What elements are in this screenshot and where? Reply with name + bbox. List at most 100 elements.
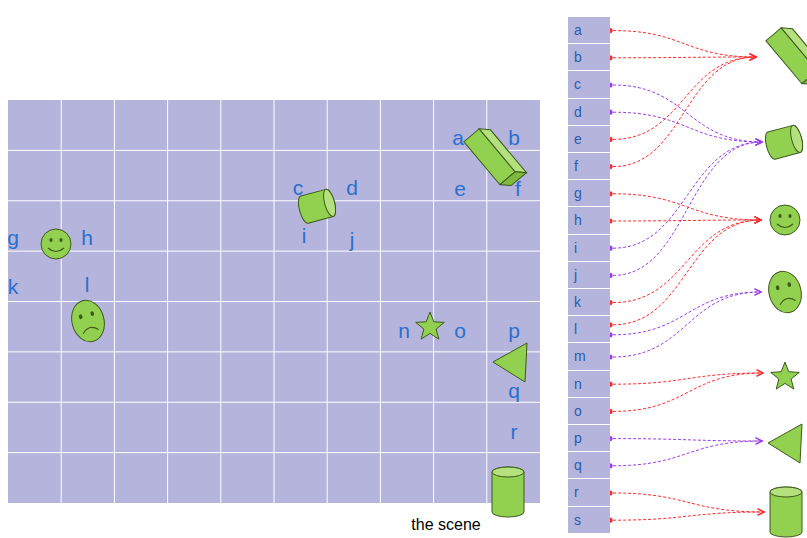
letter-cell: e <box>568 126 610 153</box>
mapping-dot <box>607 518 612 523</box>
letter-text: i <box>568 235 610 261</box>
mapping-dot <box>607 218 612 223</box>
mapping-arrow <box>613 57 756 59</box>
mapping-arrow <box>613 220 761 325</box>
grid-line <box>8 251 540 252</box>
mapping-dot <box>607 354 612 359</box>
mapping-dot <box>607 82 612 87</box>
letter-text: j <box>568 262 610 288</box>
letter-cell: a <box>568 17 610 44</box>
point-label: q <box>508 379 520 403</box>
point-label: g <box>7 226 19 250</box>
letter-text: q <box>568 452 610 478</box>
point-label: b <box>508 126 520 150</box>
mapping-dot <box>607 436 612 441</box>
mapping-arrow <box>613 142 762 248</box>
letter-text: c <box>568 71 610 97</box>
mapping-arrow <box>613 441 762 466</box>
point-label: c <box>293 176 304 200</box>
mapping-arrow <box>613 31 756 57</box>
point-label: o <box>454 319 466 343</box>
letter-text: d <box>568 99 610 125</box>
mapping-arrow <box>613 220 761 303</box>
letter-cell: h <box>568 207 610 234</box>
mapping-dot <box>607 382 612 387</box>
letter-text: o <box>568 398 610 424</box>
scene-grid <box>8 100 540 503</box>
mapping-dot <box>607 246 612 251</box>
letter-text: g <box>568 180 610 206</box>
grid-line <box>8 150 540 151</box>
letter-text: m <box>568 343 610 369</box>
target-objects <box>763 23 807 537</box>
letter-cell: d <box>568 99 610 126</box>
point-label: a <box>452 126 464 150</box>
mapping-arrow <box>613 373 763 384</box>
point-label: f <box>515 177 521 201</box>
scene-objects <box>41 124 527 517</box>
letter-cell: j <box>568 262 610 289</box>
point-label: i <box>302 224 307 248</box>
mapping-arrow <box>613 57 756 167</box>
letter-cell: m <box>568 343 610 370</box>
mapping-dot <box>607 300 612 305</box>
letter-cell: n <box>568 371 610 398</box>
scene-caption: the scene <box>411 516 480 534</box>
letter-cell: s <box>568 507 610 534</box>
mapping-dot <box>607 55 612 60</box>
point-label: j <box>350 228 355 252</box>
point-label: l <box>85 273 90 297</box>
mapping-arrow <box>613 220 761 222</box>
mapping-dot <box>607 137 612 142</box>
mapping-arrow <box>613 57 756 139</box>
mapping-dot <box>607 409 612 414</box>
mapping-dot <box>607 191 612 196</box>
letter-cell: k <box>568 289 610 316</box>
mapping-dot <box>607 28 612 33</box>
letter-cell: c <box>568 71 610 98</box>
point-label: p <box>508 319 520 343</box>
mapping-arrow <box>613 85 762 142</box>
grid-ground <box>8 100 540 503</box>
point-label: r <box>511 420 518 444</box>
mapping-arrows <box>613 31 764 521</box>
letter-text: p <box>568 425 610 451</box>
letter-text: r <box>568 479 610 505</box>
point-label: k <box>8 275 19 299</box>
letter-cell: o <box>568 398 610 425</box>
letter-cell: q <box>568 452 610 479</box>
mapping-arrow <box>613 373 763 411</box>
mapping-dot <box>607 463 612 468</box>
letter-text: b <box>568 44 610 70</box>
letter-text: a <box>568 17 610 43</box>
mapping-dot <box>607 490 612 495</box>
mapping-dot <box>607 322 612 327</box>
letter-text: l <box>568 316 610 342</box>
letter-cell: b <box>568 44 610 71</box>
mapping-dot <box>607 110 612 115</box>
letter-cell: i <box>568 235 610 262</box>
mapping-arrow <box>613 112 762 142</box>
mapping-arrow <box>613 439 762 441</box>
point-label: e <box>454 177 466 201</box>
letter-text: f <box>568 153 610 179</box>
letter-text: s <box>568 507 610 533</box>
mapping-dot <box>607 332 612 337</box>
letter-cell: p <box>568 425 610 452</box>
point-label: d <box>346 176 358 200</box>
letter-cell: g <box>568 180 610 207</box>
grid-line <box>8 452 540 453</box>
letter-cell: r <box>568 479 610 506</box>
mapping-arrow <box>613 194 761 220</box>
letter-cell: f <box>568 153 610 180</box>
grid-line <box>8 351 540 352</box>
mapping-dot <box>607 273 612 278</box>
mapping-dots <box>607 28 612 523</box>
mapping-arrow <box>613 142 762 275</box>
letter-text: h <box>568 207 610 233</box>
mapping-arrow <box>613 493 764 512</box>
letter-text: k <box>568 289 610 315</box>
mapping-dot <box>607 164 612 169</box>
letter-text: e <box>568 126 610 152</box>
